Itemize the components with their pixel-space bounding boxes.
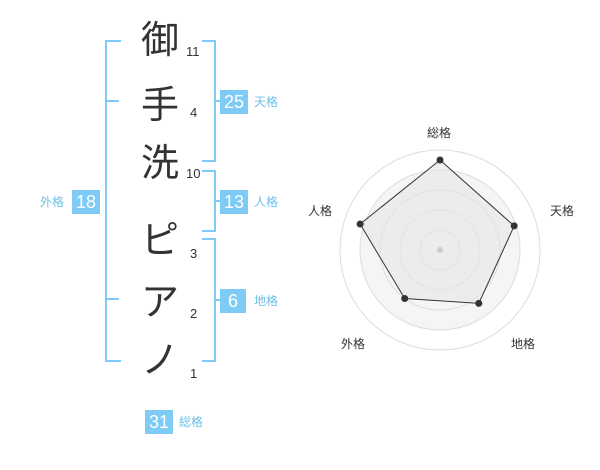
jinkaku-label: 人格 — [254, 195, 279, 209]
chikaku-connector — [214, 299, 220, 301]
soukaku-badge: 31 — [145, 410, 173, 434]
name-char-3: 洗 — [140, 141, 179, 185]
radar-label-chikaku: 地格 — [511, 337, 536, 351]
radar-label-jinkaku: 人格 — [308, 204, 333, 218]
chikaku-badge: 6 — [220, 289, 246, 313]
gaikaku-bracket — [105, 40, 121, 362]
stroke-count-4: 3 — [190, 246, 198, 261]
gaikaku-bracket-tick-2 — [105, 298, 119, 300]
radar-point-4 — [401, 295, 409, 303]
radar-point-5 — [356, 220, 364, 228]
name-char-2: 手 — [140, 83, 179, 127]
gaikaku-bracket-tick-1 — [105, 100, 119, 102]
name-char-5: ア — [140, 280, 179, 324]
radar-chart — [339, 149, 541, 351]
gaikaku-badge: 18 — [72, 190, 100, 214]
stroke-count-5: 2 — [190, 306, 198, 321]
radar-point-2 — [510, 222, 518, 230]
jinkaku-connector — [214, 200, 220, 202]
chikaku-label: 地格 — [254, 294, 279, 308]
name-char-4: ピ — [140, 218, 179, 262]
name-char-6: ノ — [140, 338, 179, 382]
radar-ring — [339, 149, 541, 351]
stroke-count-2: 4 — [190, 105, 198, 120]
radar-center — [437, 247, 443, 253]
gaikaku-label: 外格 — [40, 195, 65, 209]
stroke-count-3: 10 — [186, 166, 201, 181]
radar-label-gaikaku: 外格 — [341, 337, 366, 351]
soukaku-label: 総格 — [179, 415, 204, 429]
tenkaku-badge: 25 — [220, 90, 248, 114]
tenkaku-label: 天格 — [254, 95, 279, 109]
stroke-count-6: 1 — [190, 366, 198, 381]
name-char-1: 御 — [140, 18, 179, 62]
radar-label-soukaku: 総格 — [427, 126, 452, 140]
jinkaku-badge: 13 — [220, 190, 248, 214]
tenkaku-connector — [214, 100, 220, 102]
radar-point-3 — [475, 299, 483, 307]
stroke-count-1: 11 — [186, 44, 200, 59]
radar-point-1 — [436, 156, 444, 164]
radar-polygon — [359, 159, 515, 304]
radar-label-tenkaku: 天格 — [550, 204, 575, 218]
